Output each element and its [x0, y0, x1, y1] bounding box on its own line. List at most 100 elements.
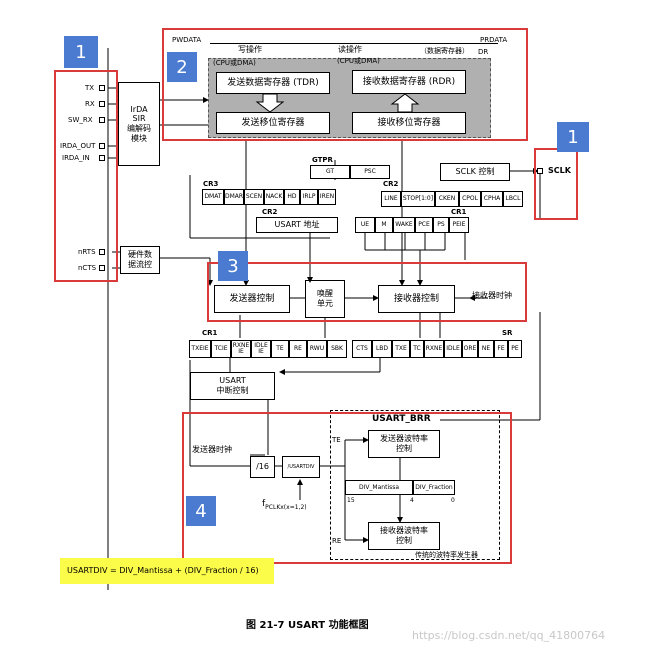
cr1-bottom-field: RXNE IE — [231, 340, 251, 358]
cr1-bottom-field: TCIE — [211, 340, 231, 358]
cpu-dma-read-label: (CPU或DMA) — [337, 57, 380, 65]
pin-irda-in-square — [99, 155, 105, 161]
dr-label: DR — [478, 48, 489, 56]
pin-irda-out-label: IRDA_OUT — [60, 142, 96, 150]
tx-shift-box: 发送移位寄存器 — [216, 112, 330, 134]
highlight-box-1-left — [54, 70, 118, 282]
cpu-dma-write-label: (CPU或DMA) — [213, 59, 256, 67]
cr2-field: CPOL — [459, 191, 481, 207]
pin-irda-in-label: IRDA_IN — [62, 154, 90, 162]
cr3-label: CR3 — [203, 180, 219, 188]
highlight-box-3 — [207, 262, 527, 322]
cr2-field: LINE — [381, 191, 401, 207]
gtpr-field: PSC — [350, 165, 390, 179]
sr-field: ORE — [462, 340, 478, 358]
rx-shift-box: 接收移位寄存器 — [352, 112, 466, 134]
cr1-bottom-field: RE — [289, 340, 307, 358]
sr-field: TC — [410, 340, 424, 358]
rdr-box: 接收数据寄存器 (RDR) — [352, 70, 466, 94]
brr-bit15: 15 — [347, 497, 355, 504]
highlight-box-4 — [182, 412, 512, 564]
cr2-field: CKEN — [435, 191, 459, 207]
wakeup-unit-box: 唤醒 单元 — [305, 280, 345, 318]
pin-tx-label: TX — [85, 84, 95, 92]
cr1-bottom-field: RWU — [307, 340, 327, 358]
up-arrow-icon — [390, 94, 420, 112]
sr-field: TXE — [392, 340, 410, 358]
cr1-field: PEIE — [449, 217, 469, 233]
tx-controller-box: 发送器控制 — [214, 285, 290, 313]
cr3-field: DMAR — [224, 189, 244, 205]
pin-nrts-square — [99, 249, 105, 255]
badge-1b: 1 — [557, 122, 589, 152]
pin-sw-rx-label: SW_RX — [68, 116, 93, 124]
sr-field: PE — [508, 340, 522, 358]
cr1-top-label: CR1 — [451, 208, 467, 216]
pwdata-label: PWDATA — [172, 36, 202, 44]
cr1-field: M — [375, 217, 393, 233]
usartdiv-box: /USARTDIV — [282, 456, 320, 478]
badge-2: 2 — [167, 52, 197, 82]
div-mantissa-field: DIV_Mantissa — [345, 480, 413, 495]
baud-gen-label: 传统的波特率发生器 — [415, 551, 478, 559]
highlight-box-1-right — [534, 148, 578, 220]
cr1-bottom-field: IDLE IE — [251, 340, 271, 358]
sr-field: LBD — [372, 340, 392, 358]
brr-te-label: TE — [332, 436, 341, 444]
brr-title: USART_BRR — [372, 414, 431, 424]
cr2-addr-label: CR2 — [262, 208, 278, 216]
irq-ctrl-box: USART 中断控制 — [190, 372, 275, 400]
usart-addr-box: USART 地址 — [256, 217, 338, 233]
cr3-field: DMAT — [202, 189, 224, 205]
cr1-field: WAKE — [393, 217, 415, 233]
sr-field: NE — [478, 340, 494, 358]
cr1-field: PCE — [415, 217, 433, 233]
rx-controller-box: 接收器控制 — [378, 285, 455, 313]
sr-field: RXNE — [424, 340, 444, 358]
data-bus-line — [210, 43, 498, 44]
formula-text: USARTDIV = DIV_Mantissa + (DIV_Fraction … — [67, 566, 259, 575]
cr1-field: UE — [355, 217, 375, 233]
cr3-field: IRLP — [300, 189, 318, 205]
cr2-field: STOP[1:0] — [401, 191, 435, 207]
cr1-bottom-field: TXEIE — [189, 340, 211, 358]
irda-codec-box: IrDA SIR 编解码 模块 — [118, 82, 160, 166]
watermark: https://blog.csdn.net/qq_41800764 — [412, 629, 606, 642]
sclk-ctrl-box: SCLK 控制 — [440, 163, 510, 181]
cr2-label: CR2 — [383, 180, 399, 188]
down-arrow-icon — [255, 94, 285, 112]
sr-label: SR — [502, 329, 513, 337]
cr1-bottom-field: TE — [271, 340, 289, 358]
gtpr-label: GTPR — [312, 156, 333, 164]
brr-re-label: RE — [332, 537, 342, 545]
sr-field: CTS — [352, 340, 372, 358]
badge-1: 1 — [64, 36, 98, 68]
cr2-field: CPHA — [481, 191, 503, 207]
badge-4: 4 — [186, 496, 216, 526]
pin-irda-out-square — [99, 143, 105, 149]
cr1-bottom-label: CR1 — [202, 329, 218, 337]
read-op-label: 读操作 — [338, 45, 362, 54]
badge-3: 3 — [218, 251, 248, 281]
pin-sw-rx-square — [99, 117, 105, 123]
prdata-label: PRDATA — [480, 36, 508, 44]
pin-nrts-label: nRTS — [78, 248, 96, 256]
sr-field: FE — [494, 340, 508, 358]
pin-rx-label: RX — [85, 100, 95, 108]
cr3-field: HD — [284, 189, 300, 205]
brr-bit0: 0 — [451, 497, 455, 504]
brr-bit4: 4 — [410, 497, 414, 504]
data-reg-label: （数据寄存器） — [420, 47, 469, 55]
cr1-bottom-field: SBK — [327, 340, 347, 358]
pin-rx-square — [99, 101, 105, 107]
cr3-field: NACK — [264, 189, 284, 205]
hw-flow-ctrl-box: 硬件数 据流控 — [120, 246, 160, 274]
sclk-label: SCLK — [548, 166, 571, 175]
figure-caption: 图 21-7 USART 功能框图 — [246, 620, 369, 631]
cr3-field: SCEN — [244, 189, 264, 205]
cr3-field: IREN — [318, 189, 336, 205]
tx-baud-box: 发送器波特率 控制 — [368, 430, 440, 458]
pin-ncts-label: nCTS — [78, 264, 97, 272]
write-op-label: 写操作 — [238, 45, 262, 54]
pin-sclk-square — [537, 168, 543, 174]
